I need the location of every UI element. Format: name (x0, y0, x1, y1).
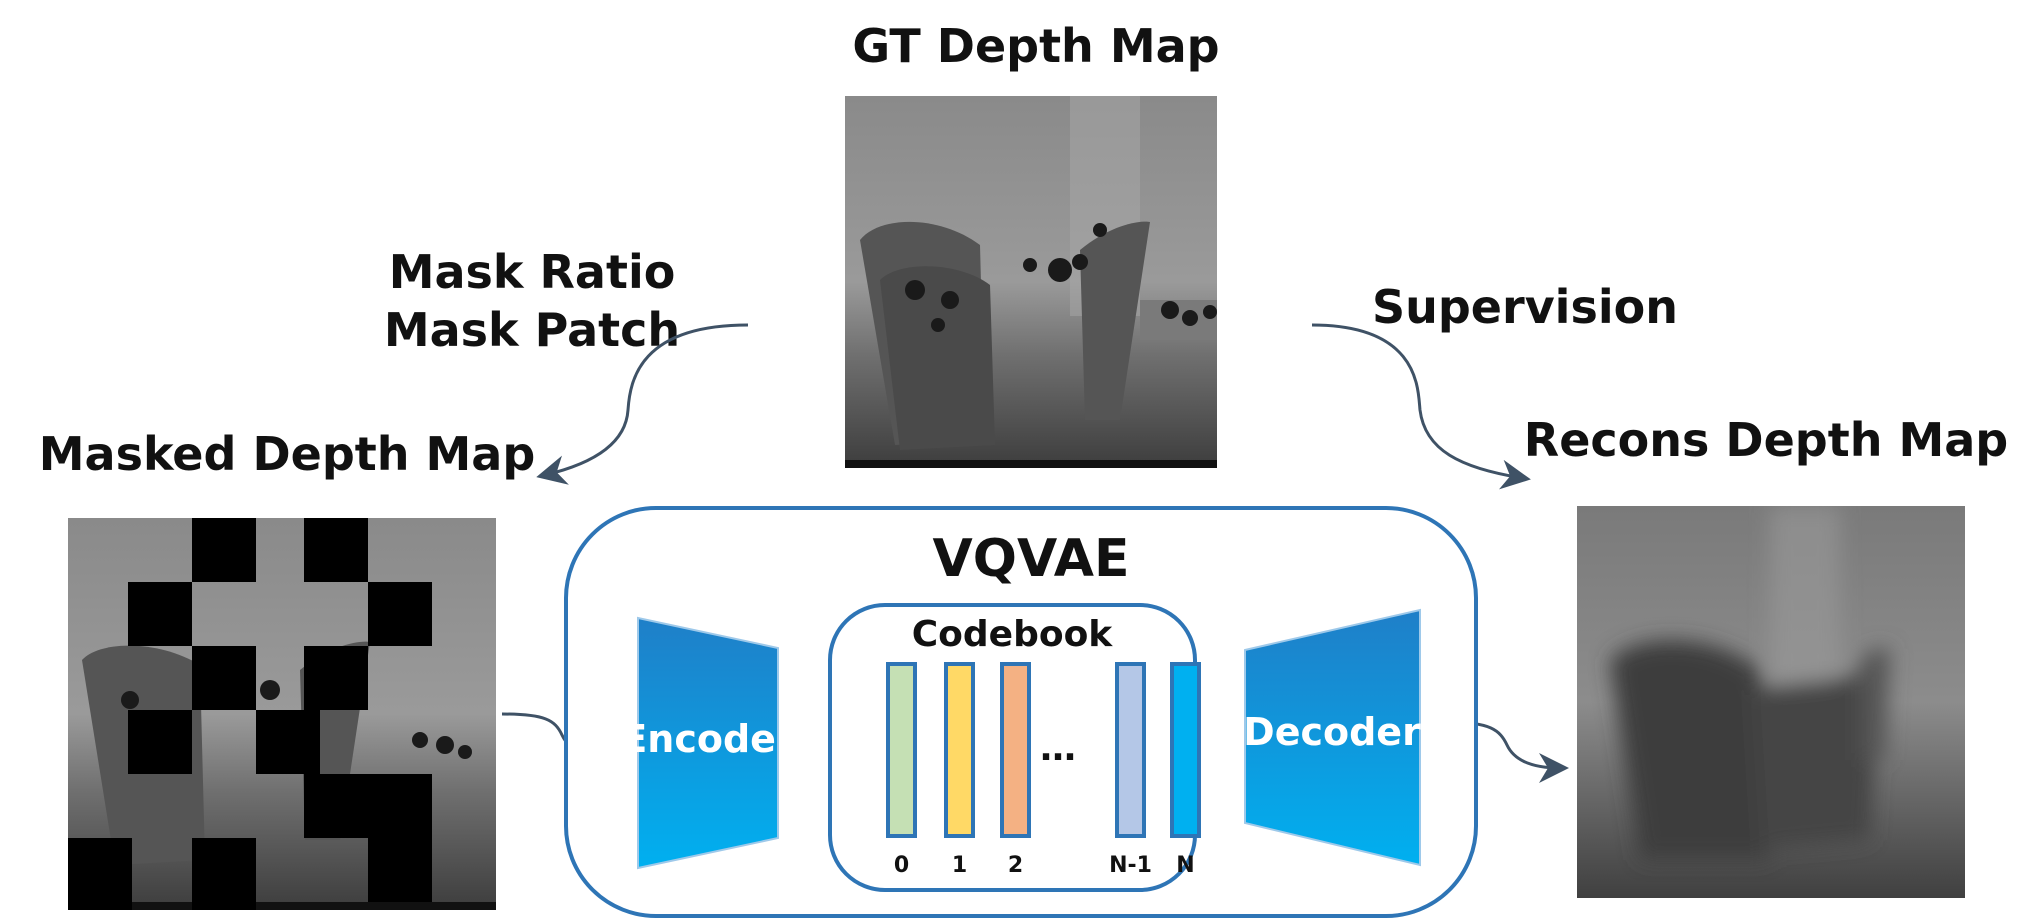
masked-depth-map-title: Masked Depth Map (39, 427, 536, 481)
recons-depth-map-title: Recons Depth Map (1524, 413, 2008, 467)
mask-ratio-label: Mask Ratio (389, 245, 676, 299)
decoder-label: Decoder (1243, 710, 1421, 754)
codebook-title: Codebook (912, 614, 1114, 655)
codebook-vector-n-1 (1115, 662, 1146, 838)
codebook-index-label: N-1 (1109, 853, 1152, 878)
codebook-vectors: 0 1 2 N-1 N (886, 662, 1201, 878)
encoder-block (637, 616, 779, 870)
codebook-index-label: 2 (1008, 853, 1023, 878)
codebook-index-label: N (1176, 853, 1194, 878)
masked-depth-image (68, 518, 496, 910)
codebook-index-label: 0 (894, 853, 909, 878)
recons-depth-image (1577, 506, 1965, 898)
vqvae-title: VQVAE (933, 529, 1130, 589)
codebook-ellipsis: … (1040, 728, 1076, 769)
mask-arrow (536, 323, 749, 485)
mask-patch-label: Mask Patch (384, 303, 680, 357)
decoder-block (1244, 608, 1421, 867)
gt-depth-map-title: GT Depth Map (852, 19, 1219, 73)
codebook-vector-n (1170, 662, 1201, 838)
supervision-arrow (1311, 323, 1531, 490)
codebook-vector-2 (1000, 662, 1031, 838)
encoder-label: Encoder (621, 717, 795, 761)
codebook-vector-1 (944, 662, 975, 838)
supervision-label: Supervision (1372, 280, 1678, 334)
gt-depth-image (845, 96, 1217, 468)
codebook-index-label: 1 (952, 853, 967, 878)
codebook-vector-0 (886, 662, 917, 838)
